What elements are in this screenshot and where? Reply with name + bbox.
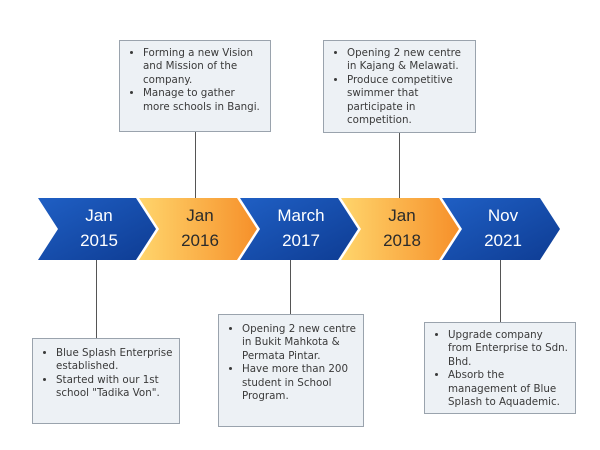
note-item: Forming a new Vision and Mission of the … — [143, 47, 264, 87]
chevron-2016 — [139, 198, 257, 260]
milestone-month: March — [277, 206, 324, 225]
chevron-2015 — [38, 198, 156, 260]
note-box-2018: Opening 2 new centre in Kajang & Melawat… — [323, 40, 476, 133]
connector-line-2015 — [96, 260, 97, 339]
connector-line-2021 — [500, 260, 501, 322]
note-item: Produce competitive swimmer that partici… — [347, 74, 469, 128]
milestone-month: Jan — [186, 206, 213, 225]
note-item: Have more than 200 student in School Pro… — [242, 363, 357, 403]
note-box-2017: Opening 2 new centre in Bukit Mahkota & … — [218, 314, 364, 427]
chevron-2017 — [240, 198, 358, 260]
milestone-year: 2015 — [80, 231, 118, 250]
milestone-year: 2021 — [484, 231, 522, 250]
milestone-year: 2016 — [181, 231, 219, 250]
note-box-2016: Forming a new Vision and Mission of the … — [119, 40, 271, 132]
note-item: Blue Splash Enterprise established. — [56, 347, 173, 374]
note-item: Opening 2 new centre in Kajang & Melawat… — [347, 47, 469, 74]
note-box-2021: Upgrade company from Enterprise to Sdn. … — [424, 322, 576, 414]
milestone-year: 2017 — [282, 231, 320, 250]
milestone-month: Jan — [388, 206, 415, 225]
note-item: Upgrade company from Enterprise to Sdn. … — [448, 329, 569, 369]
note-item: Absorb the management of Blue Splash to … — [448, 369, 569, 409]
note-item: Started with our 1st school "Tadika Von"… — [56, 374, 173, 401]
connector-line-2017 — [290, 260, 291, 315]
connector-line-2016 — [195, 132, 196, 198]
milestone-month: Jan — [85, 206, 112, 225]
connector-line-2018 — [399, 133, 400, 198]
note-item: Manage to gather more schools in Bangi. — [143, 87, 264, 114]
milestone-month: Nov — [488, 206, 519, 225]
note-box-2015: Blue Splash Enterprise established. Star… — [32, 338, 180, 424]
chevron-2018 — [341, 198, 459, 260]
milestone-year: 2018 — [383, 231, 421, 250]
chevron-2021 — [442, 198, 560, 260]
note-item: Opening 2 new centre in Bukit Mahkota & … — [242, 323, 357, 363]
